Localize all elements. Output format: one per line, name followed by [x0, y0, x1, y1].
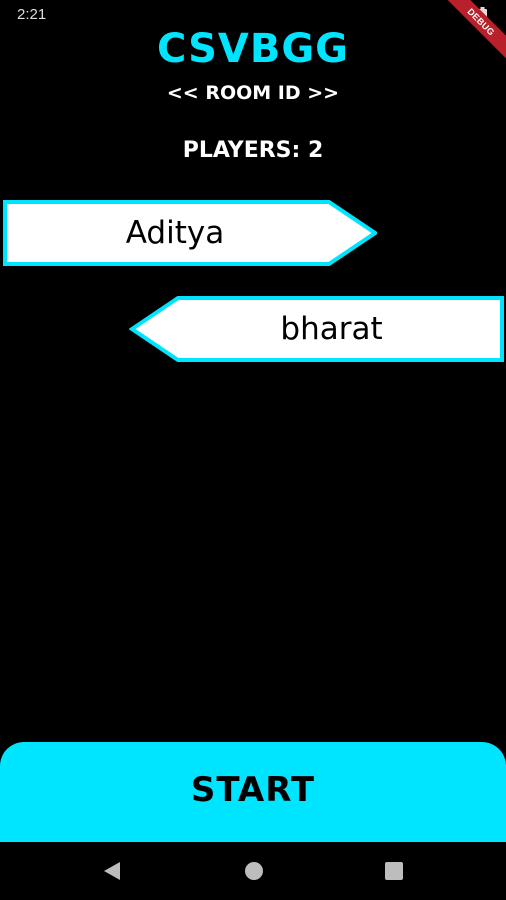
room-id-label: << ROOM ID >>	[166, 82, 340, 104]
recents-square-icon[interactable]	[379, 856, 409, 886]
app-title: CSVBGG	[156, 26, 349, 72]
home-circle-icon[interactable]	[239, 856, 269, 886]
start-button-label: START	[190, 770, 316, 810]
start-button[interactable]: START	[0, 742, 506, 842]
player-card-1: Aditya	[3, 200, 377, 266]
player-card-2-shape	[129, 296, 504, 362]
player-card-2: bharat	[129, 296, 504, 362]
player-card-1-shape	[3, 200, 377, 266]
nav-bar	[0, 842, 506, 900]
back-triangle-icon[interactable]	[98, 856, 128, 886]
status-time: 2:21	[17, 6, 47, 23]
players-count: PLAYERS: 2	[182, 138, 324, 163]
player-name-1: Aditya	[125, 215, 225, 251]
player-name-2: bharat	[280, 311, 383, 347]
